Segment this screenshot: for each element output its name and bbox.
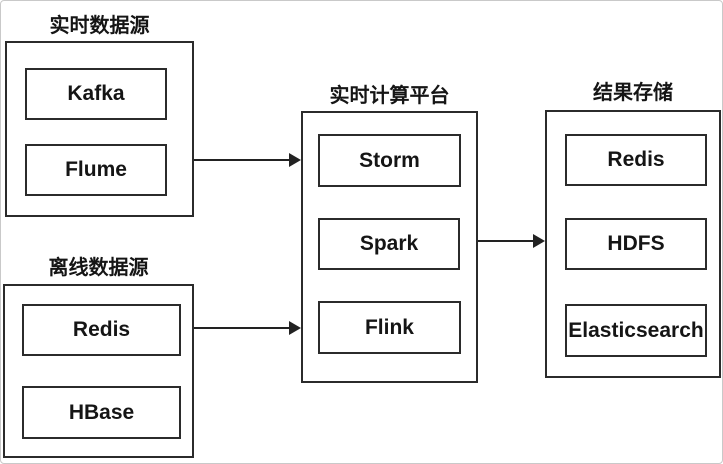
arrow-offline-to-compute-head-icon xyxy=(289,321,301,335)
node-hdfs: HDFS xyxy=(565,218,707,270)
arrow-realtime-to-compute-line xyxy=(194,159,290,161)
node-flink: Flink xyxy=(318,301,461,354)
node-hbase: HBase xyxy=(22,386,181,439)
group-title-result-storage: 结果存储 xyxy=(593,82,673,104)
node-redis-storage: Redis xyxy=(565,134,707,186)
group-box-realtime-source: Kafka Flume xyxy=(5,41,194,217)
arrow-realtime-to-compute-head-icon xyxy=(289,153,301,167)
node-spark: Spark xyxy=(318,218,460,270)
group-title-offline-source: 离线数据源 xyxy=(48,257,149,279)
group-box-result-storage: Redis HDFS Elasticsearch xyxy=(545,110,721,378)
group-title-realtime-source: 实时数据源 xyxy=(49,15,150,37)
node-kafka: Kafka xyxy=(25,68,167,120)
arrow-compute-to-storage-head-icon xyxy=(533,234,545,248)
node-elasticsearch: Elasticsearch xyxy=(565,304,707,357)
arrow-compute-to-storage-line xyxy=(478,240,534,242)
node-storm: Storm xyxy=(318,134,461,187)
node-redis-source: Redis xyxy=(22,304,181,356)
group-box-compute-platform: Storm Spark Flink xyxy=(301,111,478,383)
arrow-offline-to-compute-line xyxy=(194,327,290,329)
group-box-offline-source: Redis HBase xyxy=(3,284,194,458)
group-title-compute-platform: 实时计算平台 xyxy=(329,85,450,107)
node-flume: Flume xyxy=(25,144,167,196)
